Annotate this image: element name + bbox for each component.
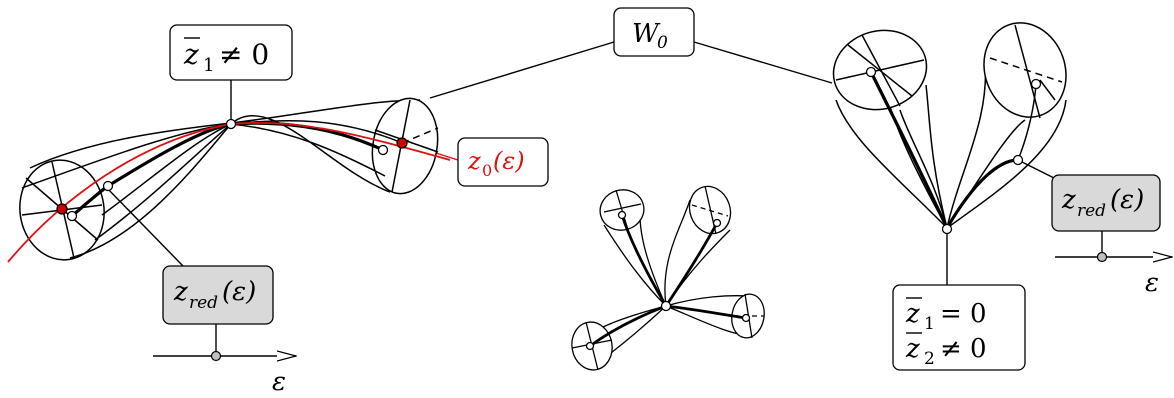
connector-zred-left — [104, 185, 184, 267]
marker-cone-vertex — [941, 223, 953, 235]
r-thick-b — [945, 158, 1019, 229]
zred-left-box: z red (ε) — [162, 265, 274, 325]
z1-neq-box: z 1 ≠ 0 — [169, 24, 293, 81]
left-envelope-top — [29, 99, 421, 169]
marker-red-right — [396, 137, 408, 149]
r-cone-a-in — [925, 84, 948, 229]
z0-box: z 0 (ε) — [457, 137, 549, 187]
cond-z2-sub: 2 — [924, 349, 935, 369]
c-cone-b-2 — [665, 229, 731, 307]
zred-right-box: z red (ε) — [1051, 174, 1161, 232]
cond-z1-sub: 1 — [924, 314, 935, 334]
eps-right-label: ε — [1145, 268, 1159, 298]
r-cone-b-out — [946, 59, 987, 229]
c-thick-b — [664, 222, 719, 307]
r-cone-a-mid2 — [899, 109, 948, 229]
cond-box: z 1 = 0 z 2 ≠ 0 — [892, 284, 1026, 371]
w0-sub: 0 — [657, 33, 668, 53]
c-thick-a — [620, 214, 668, 307]
marker-c-d — [741, 313, 751, 323]
w0-box-rect — [613, 7, 695, 57]
eps-left-label: ε — [272, 367, 286, 397]
r-thick-a — [869, 71, 949, 229]
c-cap-a-cross — [603, 203, 642, 213]
c-thick-d — [665, 304, 747, 320]
cond-z1-var: z — [905, 299, 920, 329]
marker-cap-a — [865, 66, 877, 78]
c-thick-c — [589, 304, 667, 348]
right-dashed — [401, 127, 439, 144]
r-cone-a-out — [835, 99, 948, 229]
zred-left-sub: red — [189, 293, 218, 313]
w0-label: W — [632, 19, 661, 49]
z0-box-rect — [457, 137, 549, 187]
r-cap-b-cross — [1014, 24, 1041, 119]
markers — [56, 66, 1042, 351]
zred-left-arg: (ε) — [222, 277, 256, 307]
left-surface — [19, 97, 439, 261]
marker-right-point — [377, 144, 389, 156]
z0-sub: 0 — [482, 161, 492, 180]
w0-box: W 0 — [613, 7, 695, 57]
left-inner-3 — [101, 123, 232, 216]
z1-neq-rhs: ≠ 0 — [219, 38, 269, 71]
eps-right-marker — [1096, 251, 1108, 263]
marker-left-point — [102, 180, 114, 192]
zred-right-var: z — [1061, 185, 1076, 215]
cond-z1-rhs: = 0 — [940, 299, 987, 329]
z1-neq-box-rect — [169, 24, 293, 81]
connector-w0-right — [693, 41, 833, 84]
center-surface — [571, 185, 765, 371]
marker-center-vertex — [660, 300, 672, 312]
c-cone-b-1 — [664, 199, 691, 307]
marker-c-a — [617, 210, 627, 220]
marker-c-c — [585, 341, 595, 351]
right-inner-2 — [230, 123, 386, 177]
zred-right-rect — [1051, 174, 1161, 232]
left-inner-2 — [94, 123, 232, 241]
marker-red-left — [56, 203, 68, 215]
marker-left-point-2 — [66, 210, 78, 222]
marker-cap-b — [1030, 78, 1042, 90]
connector-w0-left — [429, 41, 615, 99]
z1-neq-var: z — [183, 38, 199, 71]
marker-top-point — [225, 118, 237, 130]
z0-var: z — [467, 147, 481, 175]
r-cap-b-cross2 — [1039, 79, 1056, 101]
left-inner-1 — [21, 123, 232, 189]
marker-c-b — [712, 218, 722, 228]
left-envelope-bottom — [69, 115, 391, 259]
eps-left-marker — [210, 350, 222, 362]
cond-box-rect — [892, 284, 1026, 371]
right-surface — [832, 22, 1067, 229]
z0-arg: (ε) — [493, 147, 525, 175]
connector-zred-right — [1017, 159, 1059, 181]
marker-cone-b-mid — [1012, 154, 1024, 166]
zred-left-rect — [162, 265, 274, 325]
cond-z2-var: z — [905, 334, 920, 364]
cond-z2-rhs: ≠ 0 — [940, 334, 987, 364]
left-thick-a — [70, 122, 232, 218]
zred-right-arg: (ε) — [1110, 185, 1144, 215]
r-cap-b-dash — [989, 57, 1063, 83]
zred-right-sub: red — [1077, 201, 1106, 221]
center-thick-curves — [589, 214, 747, 348]
z1-neq-sub: 1 — [203, 55, 214, 76]
zred-left-var: z — [173, 277, 188, 307]
c-cone-a-1 — [603, 224, 667, 307]
r-cap-a-cross3 — [847, 44, 913, 97]
r-cone-b-in — [946, 99, 1067, 229]
